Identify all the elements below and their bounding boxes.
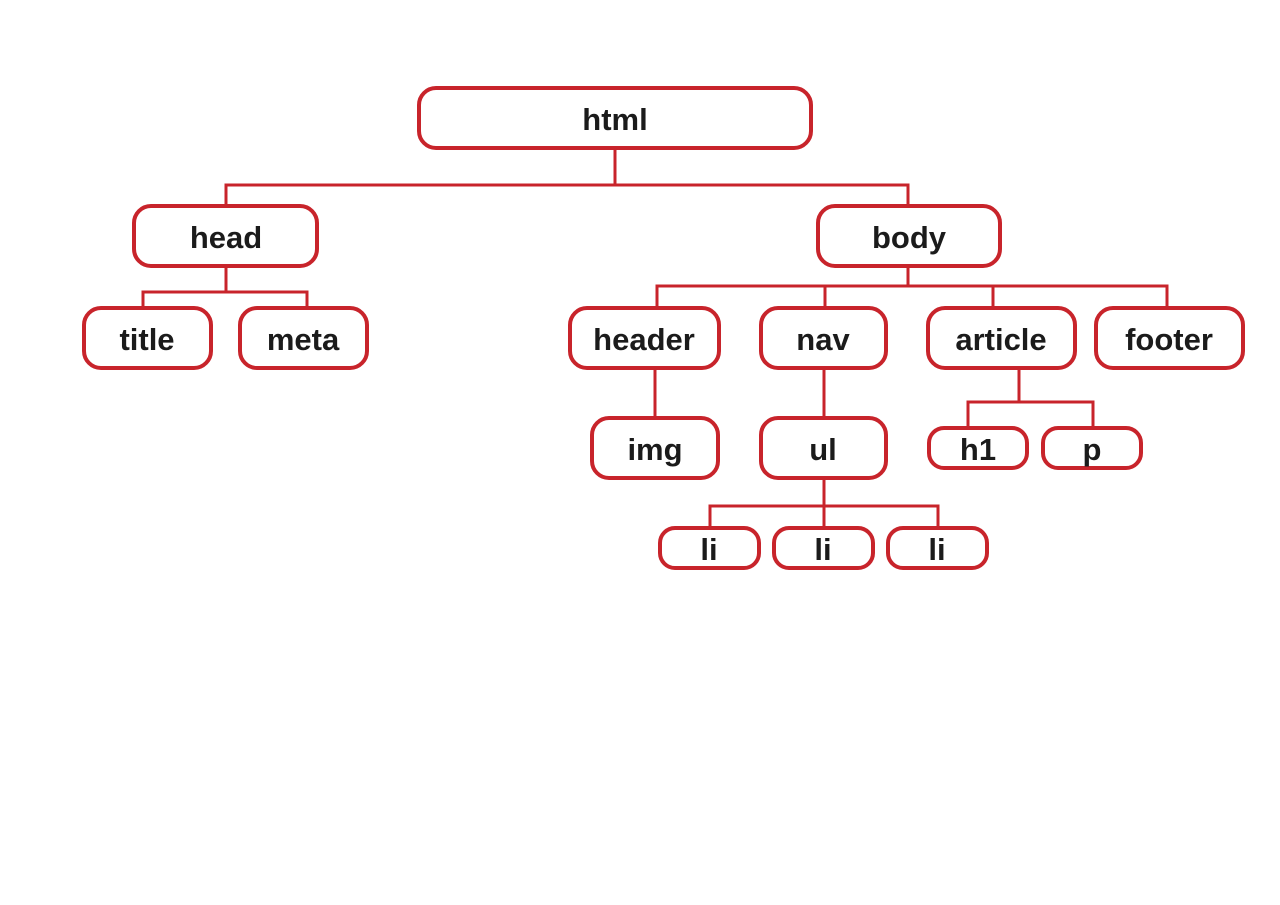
node-box <box>568 306 721 370</box>
connectors <box>141 146 1169 530</box>
connector-body-children <box>655 264 1169 310</box>
node-box <box>759 306 888 370</box>
node-box <box>590 416 720 480</box>
node-meta: meta <box>238 306 369 370</box>
node-box <box>417 86 813 150</box>
node-li-1: li <box>658 526 761 570</box>
node-label: p <box>1083 432 1102 467</box>
node-label: article <box>955 322 1046 357</box>
node-body: body <box>816 204 1002 268</box>
connector-head-children <box>141 264 309 310</box>
node-label: nav <box>796 322 850 357</box>
connector-article-children <box>966 366 1095 430</box>
node-box <box>82 306 213 370</box>
node-label: li <box>928 532 945 567</box>
node-label: h1 <box>960 432 996 467</box>
node-box <box>886 526 989 570</box>
node-label: header <box>593 322 695 357</box>
node-box <box>1094 306 1245 370</box>
node-box <box>1041 426 1143 470</box>
node-label: li <box>700 532 717 567</box>
node-label: img <box>627 432 682 467</box>
node-box <box>238 306 369 370</box>
node-article: article <box>926 306 1077 370</box>
node-nav: nav <box>759 306 888 370</box>
node-box <box>926 306 1077 370</box>
node-label: ul <box>809 432 837 467</box>
node-box <box>658 526 761 570</box>
node-img: img <box>590 416 720 480</box>
node-label: body <box>872 220 947 255</box>
node-p: p <box>1041 426 1143 470</box>
node-title: title <box>82 306 213 370</box>
node-h1: h1 <box>927 426 1029 470</box>
node-label: meta <box>267 322 340 357</box>
node-html: html <box>417 86 813 150</box>
node-box <box>927 426 1029 470</box>
node-label: li <box>814 532 831 567</box>
node-box <box>772 526 875 570</box>
node-label: head <box>190 220 262 255</box>
connector-html-children <box>224 146 910 208</box>
node-head: head <box>132 204 319 268</box>
node-label: html <box>582 102 647 137</box>
node-ul: ul <box>759 416 888 480</box>
node-box <box>132 204 319 268</box>
node-li-2: li <box>772 526 875 570</box>
node-li-3: li <box>886 526 989 570</box>
connector-ul-children <box>708 476 940 530</box>
node-header: header <box>568 306 721 370</box>
node-box <box>759 416 888 480</box>
node-label: title <box>119 322 174 357</box>
node-footer: footer <box>1094 306 1245 370</box>
node-label: footer <box>1125 322 1213 357</box>
node-box <box>816 204 1002 268</box>
